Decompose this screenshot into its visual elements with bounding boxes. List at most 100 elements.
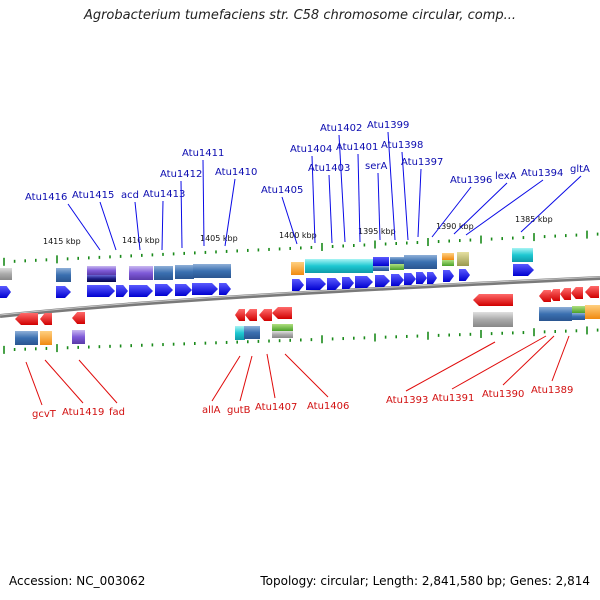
reverse-gene-arrow[interactable] [40, 313, 52, 325]
gene-leader-line [502, 335, 555, 386]
forward-gene-arrow[interactable] [327, 278, 341, 290]
forward-gene-arrow[interactable] [427, 272, 437, 284]
gene-label-Atu1391[interactable]: Atu1391 [432, 393, 474, 404]
gene-label-Atu1403[interactable]: Atu1403 [308, 163, 350, 174]
gene-label-Atu1416[interactable]: Atu1416 [25, 192, 67, 203]
gene-leader-line [266, 353, 276, 399]
forward-gene-arrow[interactable] [175, 284, 192, 296]
feature-box [373, 257, 389, 266]
feature-box [291, 262, 304, 275]
chromosome-backbone-highlight [0, 276, 600, 316]
gene-label-Atu1404[interactable]: Atu1404 [290, 144, 332, 155]
forward-gene-arrow[interactable] [219, 283, 231, 295]
feature-box [87, 275, 116, 282]
gene-leader-line [311, 155, 316, 244]
feature-box [272, 324, 293, 331]
gene-label-gltA[interactable]: gltA [570, 164, 590, 175]
gene-label-Atu1407[interactable]: Atu1407 [255, 402, 297, 413]
gene-label-Atu1411[interactable]: Atu1411 [182, 148, 224, 159]
gene-label-Atu1419[interactable]: Atu1419 [62, 407, 104, 418]
feature-box [572, 313, 585, 320]
reverse-gene-arrow[interactable] [585, 286, 599, 298]
feature-box [175, 265, 194, 279]
forward-gene-arrow[interactable] [443, 270, 454, 282]
reverse-gene-labels: gcvT Atu1419 fad allA gutB Atu1407 Atu1406 Atu1… [25, 335, 573, 420]
gene-label-Atu1397[interactable]: Atu1397 [401, 157, 443, 168]
forward-gene-arrow[interactable] [155, 284, 173, 296]
gene-label-fad[interactable]: fad [109, 407, 125, 418]
forward-gene-arrow[interactable] [342, 277, 354, 289]
reverse-gene-arrow[interactable] [235, 309, 245, 321]
forward-gene-arrow[interactable] [391, 274, 404, 286]
gene-leader-line [377, 172, 381, 241]
gene-label-Atu1405[interactable]: Atu1405 [261, 185, 303, 196]
forward-gene-arrow[interactable] [87, 285, 115, 297]
gene-label-gcvT[interactable]: gcvT [32, 409, 57, 420]
gene-label-allA[interactable]: allA [202, 405, 221, 416]
gene-label-Atu1398[interactable]: Atu1398 [381, 140, 423, 151]
reverse-gene-arrow[interactable] [72, 312, 85, 324]
scale-label: 1390 kbp [436, 222, 474, 231]
forward-gene-arrow[interactable] [416, 272, 427, 284]
feature-box [40, 331, 52, 345]
gene-leader-line [387, 131, 396, 241]
reverse-gene-arrow[interactable] [560, 288, 571, 300]
reverse-gene-arrow[interactable] [571, 287, 583, 299]
gene-leader-line [44, 359, 84, 404]
reverse-gene-arrow[interactable] [473, 294, 513, 306]
feature-box [129, 266, 153, 280]
forward-gene-arrow[interactable] [192, 283, 218, 295]
forward-gene-arrow[interactable] [404, 273, 416, 285]
gene-label-Atu1393[interactable]: Atu1393 [386, 395, 428, 406]
gene-label-Atu1399[interactable]: Atu1399 [367, 120, 409, 131]
forward-gene-arrow[interactable] [355, 276, 373, 288]
reverse-gene-arrow[interactable] [539, 290, 551, 302]
scale-label: 1410 kbp [122, 236, 160, 245]
gene-label-Atu1401[interactable]: Atu1401 [336, 142, 378, 153]
feature-box [404, 255, 437, 269]
reverse-gene-arrow[interactable] [259, 309, 272, 321]
gene-label-acd[interactable]: acd [121, 190, 139, 201]
gene-leader-line [401, 151, 409, 241]
gene-label-lexA[interactable]: lexA [495, 171, 517, 182]
gene-leader-line [338, 134, 346, 243]
gene-label-serA[interactable]: serA [365, 161, 387, 172]
scale-label: 1415 kbp [43, 237, 81, 246]
chromosome-backbone [0, 276, 600, 318]
gene-label-Atu1390[interactable]: Atu1390 [482, 389, 524, 400]
feature-box [56, 268, 71, 282]
forward-gene-arrow[interactable] [292, 279, 304, 291]
reverse-gene-arrow[interactable] [15, 313, 38, 325]
gene-leader-line [180, 180, 183, 249]
gene-leader-line [451, 335, 547, 390]
forward-gene-arrow[interactable] [0, 286, 11, 298]
feature-track-bottom [15, 305, 600, 345]
gene-label-Atu1389[interactable]: Atu1389 [531, 385, 573, 396]
reverse-gene-arrow[interactable] [549, 289, 560, 301]
feature-box [0, 268, 12, 280]
feature-box [572, 306, 585, 313]
forward-gene-arrow[interactable] [56, 286, 71, 298]
forward-gene-arrow[interactable] [513, 264, 534, 276]
forward-gene-arrow[interactable] [375, 275, 390, 287]
gene-label-Atu1415[interactable]: Atu1415 [72, 190, 114, 201]
map-title: Agrobacterium tumefaciens str. C58 chrom… [83, 8, 517, 23]
accession-text: Accession: NC_003062 [9, 574, 146, 588]
gene-label-Atu1402[interactable]: Atu1402 [320, 123, 362, 134]
forward-gene-arrow[interactable] [129, 285, 153, 297]
gene-label-Atu1394[interactable]: Atu1394 [521, 168, 563, 179]
forward-gene-arrow[interactable] [116, 285, 128, 297]
forward-gene-arrow[interactable] [306, 278, 326, 290]
gene-leader-line [67, 203, 101, 251]
gene-label-Atu1412[interactable]: Atu1412 [160, 169, 202, 180]
gene-label-Atu1413[interactable]: Atu1413 [143, 189, 185, 200]
gene-label-Atu1410[interactable]: Atu1410 [215, 167, 257, 178]
gene-label-Atu1396[interactable]: Atu1396 [450, 175, 492, 186]
gene-label-Atu1406[interactable]: Atu1406 [307, 401, 349, 412]
reverse-gene-arrow[interactable] [272, 307, 292, 319]
gene-leader-line [239, 355, 253, 402]
reverse-gene-arrow[interactable] [245, 309, 257, 321]
gene-leader-line [405, 341, 496, 392]
forward-gene-arrow[interactable] [459, 269, 470, 281]
gene-label-gutB[interactable]: gutB [227, 405, 251, 416]
